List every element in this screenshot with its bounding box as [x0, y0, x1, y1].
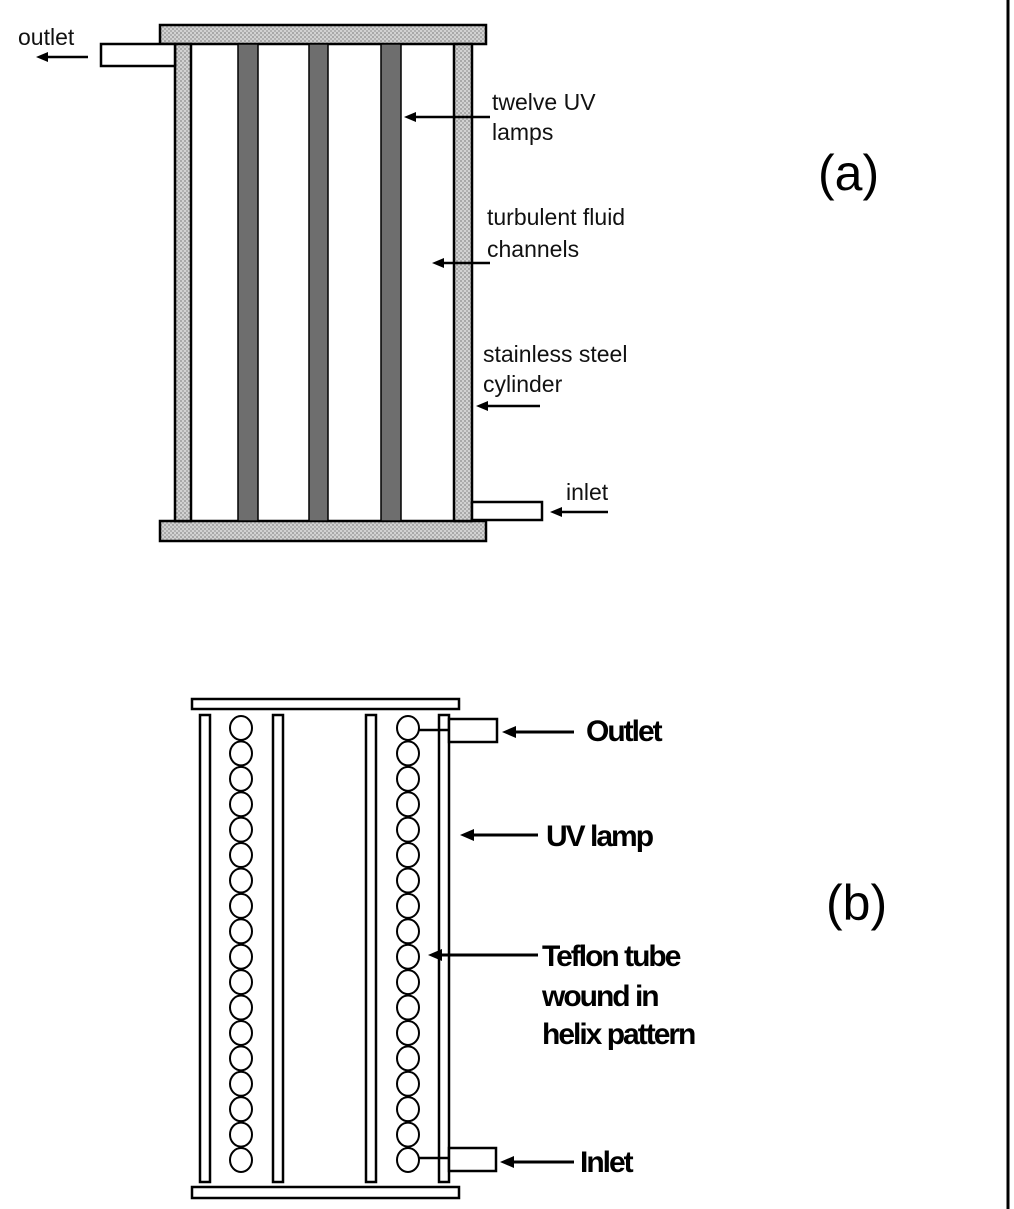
fluid-channels-label-line2: channels — [487, 236, 579, 262]
tube-coil-loop — [229, 918, 253, 945]
tube-coil-loop — [396, 1147, 420, 1173]
outlet-label-a: outlet — [18, 24, 75, 50]
uv-lamp-1 — [237, 43, 259, 522]
tube-coil-loop — [396, 791, 420, 818]
uv-lamp-b-3 — [364, 713, 378, 1184]
tube-coil-loop — [229, 867, 253, 894]
top-plate — [158, 23, 488, 46]
steel-cylinder-label-line2: cylinder — [483, 371, 563, 397]
tube-coil-loop — [229, 892, 253, 919]
left-cylinder-wall — [173, 42, 193, 523]
uv-lamp-b-1 — [198, 713, 212, 1184]
panel-b-reactor — [190, 697, 499, 1200]
outlet-pipe-b — [447, 717, 499, 744]
tube-coil-loop — [396, 1045, 420, 1072]
tube-coil-loop — [396, 765, 420, 792]
tube-coil-loop — [396, 918, 420, 945]
panel-a-label: (a) — [818, 145, 879, 201]
tube-coil-loop — [229, 842, 253, 869]
inlet-pipe — [470, 500, 544, 522]
top-plate-b — [190, 697, 461, 711]
teflon-tube-helix-right — [396, 715, 420, 1173]
tube-coil-loop — [229, 740, 253, 767]
panel-b-label: (b) — [826, 875, 887, 931]
tube-coil-loop — [396, 892, 420, 919]
tube-coil-loop — [396, 969, 420, 996]
bottom-plate — [158, 519, 488, 543]
teflon-tube-label-line2: wound in — [541, 980, 658, 1013]
tube-coil-loop — [396, 1096, 420, 1123]
uv-lamp-3 — [380, 43, 402, 522]
tube-coil-loop — [396, 867, 420, 894]
uv-lamp-b-4 — [437, 713, 451, 1184]
tube-coil-loop — [229, 765, 253, 792]
tube-coil-loop — [396, 740, 420, 767]
panel-a-arrows — [36, 52, 608, 517]
inlet-label-b: Inlet — [580, 1146, 634, 1179]
tube-coil-loop — [396, 715, 420, 741]
uv-lamp-2 — [308, 43, 329, 522]
outlet-label-b: Outlet — [586, 715, 663, 748]
teflon-tube-helix-left — [229, 715, 253, 1173]
tube-coil-loop — [229, 715, 253, 741]
uv-lamp-b-2 — [271, 713, 285, 1184]
tube-coil-loop — [229, 1019, 253, 1046]
tube-coil-loop — [229, 943, 253, 970]
tube-coil-loop — [229, 1070, 253, 1097]
tube-coil-loop — [229, 1121, 253, 1148]
tube-coil-loop — [229, 816, 253, 843]
tube-coil-loop — [396, 994, 420, 1021]
tube-coil-loop — [396, 1070, 420, 1097]
right-cylinder-wall — [452, 42, 474, 523]
steel-cylinder-label-line1: stainless steel — [483, 341, 627, 367]
fluid-channels-label-line1: turbulent fluid — [487, 204, 625, 230]
bottom-plate-b — [190, 1185, 461, 1200]
uv-lamp-label-b: UV lamp — [546, 820, 654, 853]
outlet-pipe — [99, 42, 177, 68]
tube-coil-loop — [229, 791, 253, 818]
teflon-tube-label-line3: helix pattern — [542, 1018, 695, 1051]
tube-coil-loop — [229, 1045, 253, 1072]
uv-lamps-label-line1: twelve UV — [492, 89, 596, 115]
tube-coil-loop — [229, 1147, 253, 1173]
panel-b-arrows — [428, 726, 574, 1168]
panel-a-reactor — [99, 23, 544, 543]
tube-coil-loop — [396, 1121, 420, 1148]
tube-coil-loop — [229, 994, 253, 1021]
tube-coil-loop — [396, 943, 420, 970]
inlet-label-a: inlet — [566, 479, 609, 505]
tube-coil-loop — [396, 1019, 420, 1046]
teflon-tube-label-line1: Teflon tube — [542, 940, 681, 973]
tube-coil-loop — [396, 842, 420, 869]
inlet-pipe-b — [447, 1146, 498, 1173]
tube-coil-loop — [396, 816, 420, 843]
tube-coil-loop — [229, 1096, 253, 1123]
tube-coil-loop — [229, 969, 253, 996]
uv-lamps-label-line2: lamps — [492, 119, 553, 145]
